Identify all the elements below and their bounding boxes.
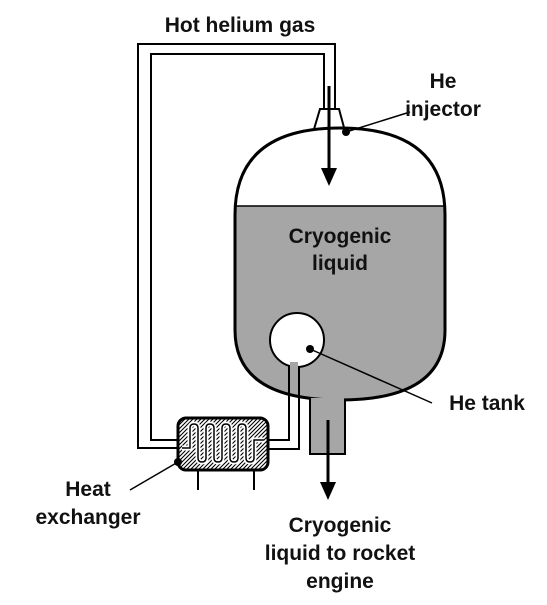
heat-exchanger-label-line2: exchanger [35,506,140,529]
he-injector-label-line2: injector [405,98,481,121]
heat-exchanger [174,416,270,490]
outlet-flow-arrow [320,420,336,500]
heat-exchanger-leader [129,461,179,491]
he-injector-label-line1: He [430,70,457,93]
helium-return-pipe [137,43,336,449]
cryogenic-liquid-label-line2: liquid [312,252,368,275]
injector-leader [345,111,411,133]
outlet-label-line2: liquid to rocket [265,542,416,565]
leader-lines [129,111,433,491]
heat-exchanger-label-line1: Heat [65,478,111,501]
cryogenic-liquid-fill [235,206,445,400]
cryogenic-liquid-label-line1: Cryogenic [289,225,392,248]
he-tank [269,312,325,368]
hot-helium-gas-label: Hot helium gas [165,14,316,37]
outlet-label-line3: engine [306,570,374,593]
he-tank-line [268,364,300,450]
gas-inflow-arrow [321,86,337,186]
he-tank-leader [309,348,433,404]
he-tank-label: He tank [449,392,525,415]
outlet-label-line1: Cryogenic [289,514,392,537]
